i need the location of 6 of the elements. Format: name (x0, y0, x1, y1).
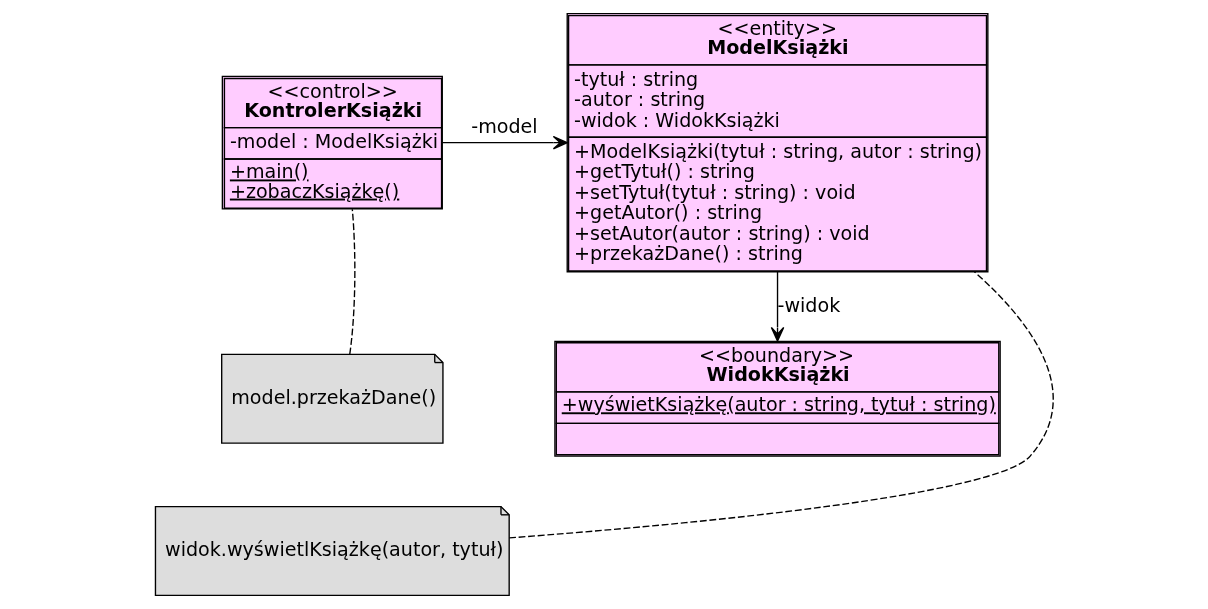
edge-label: -model (470, 115, 538, 139)
connector (508, 271, 1054, 539)
arrow (441, 135, 568, 150)
edge-label: -widok (777, 293, 840, 317)
arrow (770, 271, 784, 342)
connector (348, 208, 356, 355)
